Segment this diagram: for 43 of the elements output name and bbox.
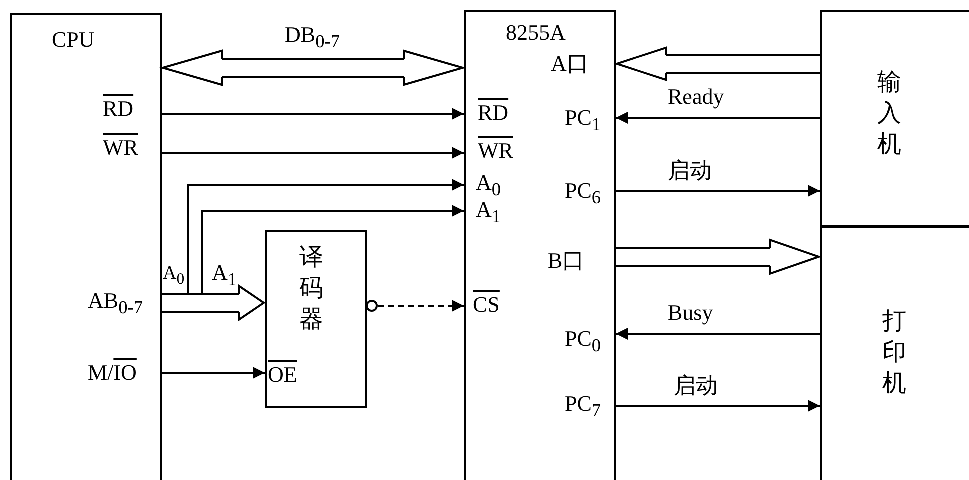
arrow [162,108,464,120]
cpu-box [10,13,162,480]
pin-label: PC$_{1}$ [565,107,602,134]
pin-label: RD [478,102,509,124]
device-box [820,226,969,480]
edge-label: Ready [668,86,724,108]
bus-arrow [161,49,465,87]
block-label: 输入机 [877,67,902,160]
pin-label: RD [103,98,134,120]
bus-arrow [615,46,820,82]
pin-label: OE [268,364,298,386]
arrow [616,328,820,340]
pin-label: WR [103,137,138,159]
block-title: 8255A [506,22,566,44]
block-title: CPU [52,29,95,51]
decoder-box [265,230,367,408]
pin-label: B口 [548,250,585,272]
pin-label: A$_{1}$ [476,199,502,226]
pin-label: AB$_{0-7}$ [88,290,143,317]
edge-label: 启动 [674,375,718,397]
arrow [378,300,464,312]
chip-box [464,10,616,480]
pin-label: A口 [551,53,589,75]
pin-label: A$_{0}$ [476,172,502,199]
bus-arrow [616,238,821,276]
pin-label: A$_{1}$ [212,262,238,289]
edge-label: 启动 [668,160,712,182]
pin-label: PC$_{7}$ [565,393,602,420]
pin-label: WR [478,140,514,162]
bus-arrow [162,284,266,322]
arrow [162,147,464,159]
pin-label: CS [473,294,500,316]
block-label: 译码器 [299,242,324,336]
pin-label: A$_{0}$ [163,264,185,288]
block-label: 打印机 [882,306,908,400]
arrow [616,400,820,412]
device-box [820,10,969,227]
arrow [162,367,265,379]
pin-label: PC$_{6}$ [565,180,602,207]
pin-label: PC$_{0}$ [565,328,602,355]
arrow [616,112,820,124]
pin-label: M/IO [88,362,137,384]
arrow [616,185,820,197]
